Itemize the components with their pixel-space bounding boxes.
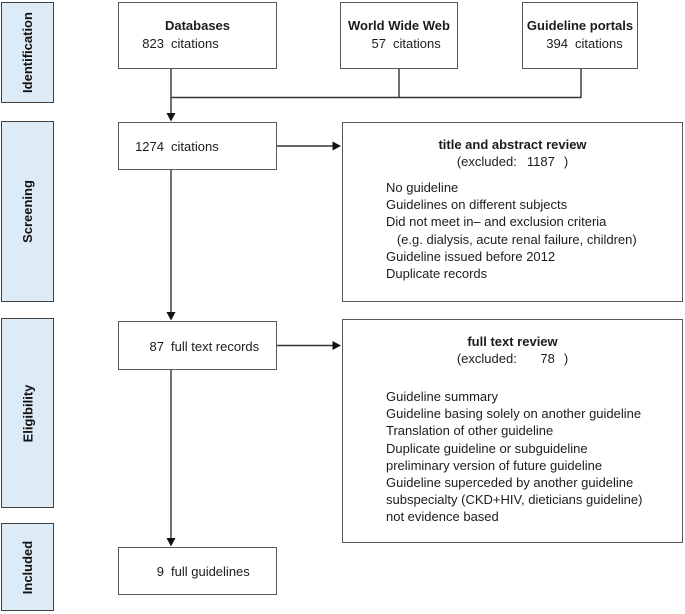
excluded-close: ) bbox=[563, 351, 569, 366]
exclusion-reason: Duplicate records bbox=[386, 266, 488, 282]
exclusion-reason: not evidence based bbox=[386, 509, 499, 525]
citation-unit: citations bbox=[575, 36, 623, 51]
review-title: title and abstract review bbox=[438, 137, 587, 152]
phase-label: Eligibility bbox=[20, 384, 36, 442]
exclusion-reason: Guideline superceded by another guidelin… bbox=[386, 475, 634, 491]
exclusion-reason: (e.g. dialysis, acute renal failure, chi… bbox=[386, 231, 637, 247]
exclusion-reason: Guidelines on different subjects bbox=[386, 197, 568, 213]
stage-count: 1274 bbox=[135, 139, 164, 154]
citation-count: 823 bbox=[142, 36, 164, 51]
excluded-count: 1187 bbox=[526, 154, 555, 169]
arrowhead-down-3 bbox=[166, 538, 176, 547]
stage-label: full text records bbox=[171, 338, 260, 354]
excluded-open: (excluded: bbox=[456, 351, 517, 366]
source-box-world-wide-web: World Wide Web 57 citations bbox=[340, 2, 458, 69]
phase-label: Screening bbox=[20, 180, 36, 243]
phase-screening: Screening bbox=[1, 121, 54, 302]
exclusion-reason: preliminary version of future guideline bbox=[386, 457, 603, 473]
exclusion-reason: Guideline summary bbox=[386, 389, 498, 404]
excluded-count: 78 bbox=[540, 351, 555, 366]
exclusion-reason: Translation of other guideline bbox=[386, 423, 554, 439]
arrowhead-down-2 bbox=[166, 312, 176, 321]
arrowhead-down-1 bbox=[166, 113, 176, 122]
stage-box-full-text-records: 87 full text records bbox=[118, 321, 277, 370]
stage-box-citations: 1274 citations bbox=[118, 122, 277, 170]
phase-label: Included bbox=[20, 540, 36, 594]
source-title: World Wide Web bbox=[348, 18, 450, 33]
review-title: full text review bbox=[467, 334, 558, 349]
stage-label: citations bbox=[171, 139, 219, 154]
citation-count: 57 bbox=[371, 36, 386, 51]
exclusion-reason: Guideline issued before 2012 bbox=[386, 248, 556, 264]
excluded-open: (excluded: bbox=[456, 154, 517, 169]
exclusion-reason: subspecialty (CKD+HIV, dieticians guidel… bbox=[386, 492, 643, 508]
excluded-line: (excluded: 1187) bbox=[343, 153, 682, 170]
stage-count: 9 bbox=[156, 564, 164, 579]
exclusion-reason: Did not meet in– and exclusion criteria bbox=[386, 214, 607, 230]
source-box-databases: Databases 823 citations bbox=[118, 2, 277, 69]
citation-unit: citations bbox=[171, 36, 219, 51]
exclusion-reason: No guideline bbox=[386, 180, 459, 195]
phase-eligibility: Eligibility bbox=[1, 318, 54, 508]
source-box-guideline-portals: Guideline portals 394 citations bbox=[522, 2, 638, 69]
stage-count: 87 bbox=[149, 338, 164, 354]
exclusion-reason: Guideline basing solely on another guide… bbox=[386, 406, 642, 422]
arrowhead-right-1 bbox=[332, 141, 341, 151]
phase-identification: Identification bbox=[1, 2, 54, 103]
source-title: Guideline portals bbox=[526, 18, 634, 33]
arrowhead-right-2 bbox=[332, 341, 341, 350]
excluded-close: ) bbox=[563, 154, 569, 169]
phase-label: Identification bbox=[20, 12, 36, 93]
exclusion-reason: Duplicate guideline or subguideline bbox=[386, 440, 588, 456]
phase-included: Included bbox=[1, 523, 54, 611]
citation-unit: citations bbox=[393, 36, 441, 51]
stage-label: full guidelines bbox=[171, 564, 250, 579]
review-box-full-text: full text review (excluded: 78) Guideline… bbox=[342, 319, 683, 543]
stage-box-full-guidelines: 9 full guidelines bbox=[118, 547, 277, 595]
review-box-title-abstract: title and abstract review (excluded: 1187… bbox=[342, 122, 683, 302]
source-title: Databases bbox=[164, 18, 231, 33]
excluded-line: (excluded: 78) bbox=[343, 350, 682, 367]
citation-count: 394 bbox=[546, 36, 568, 51]
